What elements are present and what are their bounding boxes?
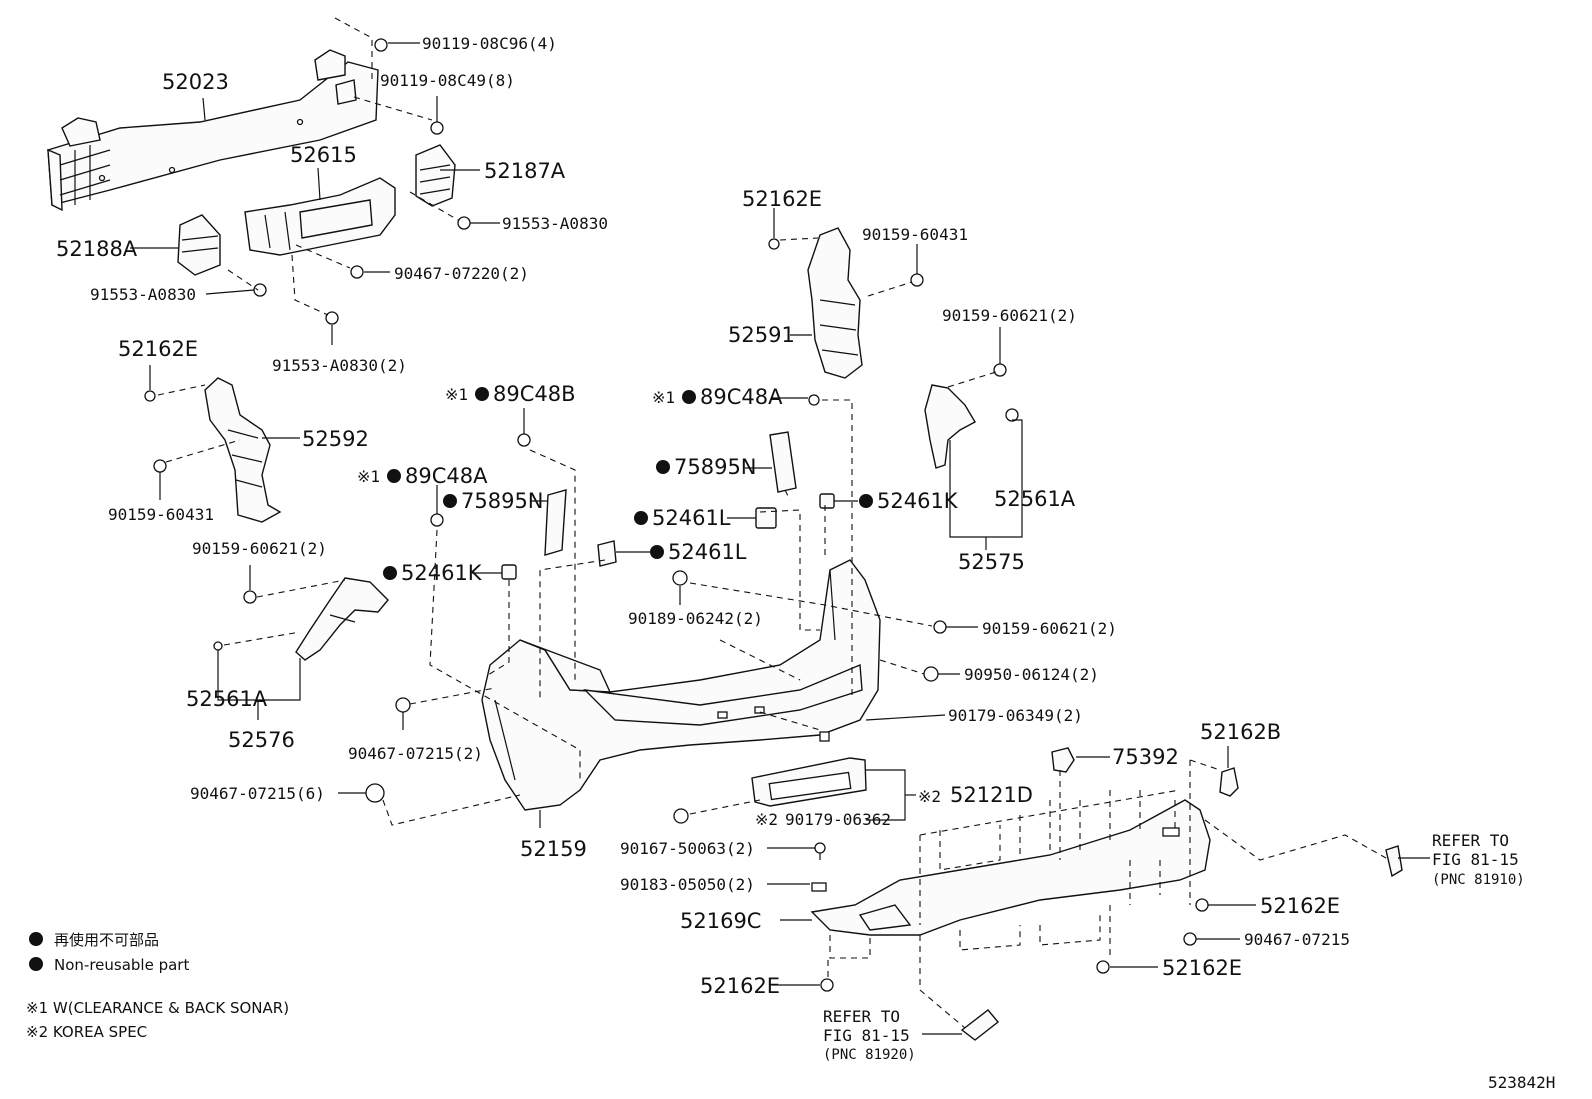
label-52187A: 52187A [484,159,566,183]
bracket-52187A-drawing [415,144,456,207]
label-75895N-right: 75895N [674,455,757,479]
legend-note-1: ※1 W(CLEARANCE & BACK SONAR) [26,999,289,1017]
refer-note-1-line3: (PNC 81910) [1432,872,1525,888]
label-90159-60431-right: 90159-60431 [862,225,968,244]
label-52461K-right: 52461K [877,489,959,513]
label-52461K-left: 52461K [401,561,483,585]
fastener-symbols [144,38,1209,992]
legend-nonreusable-jp: 再使用不可部品 [54,931,159,949]
nonreusable-dot [387,469,401,483]
license-bracket-drawing [751,757,867,807]
label-90159-60621-midright: 90159-60621(2) [982,619,1117,638]
legend-dot-jp [29,932,43,946]
refer-note-1-line2: FIG 81-15 [1432,850,1519,869]
label-52162E-bottomright2: 52162E [1162,956,1242,980]
bracket-52576-drawing [295,577,389,661]
label-52159: 52159 [520,837,587,861]
label-52162E-topleft: 52162E [118,337,198,361]
label-89C48B: 89C48B [493,382,576,406]
label-90189-06242: 90189-06242(2) [628,609,763,628]
label-52561A-right: 52561A [994,487,1076,511]
side-retainer-52591-drawing [807,227,863,379]
pad-75895N-drawings [544,431,797,556]
nonreusable-dot [383,566,397,580]
label-52576: 52576 [228,728,295,752]
label-90167-50063: 90167-50063(2) [620,839,755,858]
ref-mark-1-89C48B: ※1 [445,385,468,404]
refer-note-1-line1: REFER TO [1432,831,1509,850]
label-89C48A-left: 89C48A [405,464,488,488]
label-leaders [130,42,1430,1035]
legend-nonreusable-en: Non-reusable part [54,956,189,974]
label-90467-07215-6: 90467-07215(6) [190,784,325,803]
label-52592: 52592 [302,427,369,451]
bumper-reinforcement-drawing [47,49,379,212]
label-90159-60621-topright: 90159-60621(2) [942,306,1077,325]
legend: 再使用不可部品 Non-reusable part ※1 W(CLEARANCE… [26,931,289,1041]
label-90950-06124: 90950-06124(2) [964,665,1099,684]
side-retainer-52592-drawing [204,377,282,523]
nonreusable-dot [656,460,670,474]
cap-52162B-drawing [1219,767,1239,797]
label-52188A: 52188A [56,237,138,261]
reflector-drawings [960,845,1403,1041]
label-52162E-bottomright1: 52162E [1260,894,1340,918]
label-75895N-left: 75895N [461,489,544,513]
legend-dot-en [29,957,43,971]
label-52561A-left: 52561A [186,687,268,711]
nonreusable-dot [475,387,489,401]
label-90179-06362: 90179-06362 [785,810,891,829]
lower-cover-drawing [810,799,1211,936]
label-52023: 52023 [162,70,229,94]
ref-mark-2-90179: ※2 [755,810,778,829]
nonreusable-dot [859,494,873,508]
label-52591: 52591 [728,323,795,347]
diagram-id: 523842H [1488,1073,1555,1092]
refer-note-2-line3: (PNC 81920) [823,1047,916,1063]
label-52461L-right: 52461L [652,506,731,530]
label-90467-07220: 90467-07220(2) [394,264,529,283]
label-52162E-bottomcenter: 52162E [700,974,780,998]
refer-note-2-line2: FIG 81-15 [823,1026,910,1045]
clip-75392-drawing [1051,747,1075,773]
label-91553-A0830-2: 91553-A0830(2) [272,356,407,375]
assembly-lines [157,17,1387,1029]
ref-mark-2-52121D: ※2 [918,787,941,806]
label-75392: 75392 [1112,745,1179,769]
label-90159-60431-left: 90159-60431 [108,505,214,524]
nonreusable-dot [443,494,457,508]
bracket-52575-drawing [924,384,976,469]
label-52121D: 52121D [950,783,1033,807]
label-90183-05050: 90183-05050(2) [620,875,755,894]
label-90119-08C96: 90119-08C96(4) [422,34,557,53]
label-91553-A0830-left: 91553-A0830 [90,285,196,304]
label-52461L-center: 52461L [668,540,747,564]
label-89C48A-right: 89C48A [700,385,783,409]
label-90467-07215-2: 90467-07215(2) [348,744,483,763]
legend-note-2: ※2 KOREA SPEC [26,1023,147,1041]
bracket-52188A-drawing [177,214,221,276]
label-90179-06349: 90179-06349(2) [948,706,1083,725]
label-90467-07215-right: 90467-07215 [1244,930,1350,949]
label-90119-08C49: 90119-08C49(8) [380,71,515,90]
refer-note-2-line1: REFER TO [823,1007,900,1026]
nonreusable-dot [634,511,648,525]
label-52575: 52575 [958,550,1025,574]
label-91553-A0830-right: 91553-A0830 [502,214,608,233]
nonreusable-dot [650,545,664,559]
label-52162E-topcenter: 52162E [742,187,822,211]
nonreusable-dot [682,390,696,404]
ref-mark-1-89C48A-left: ※1 [357,467,380,486]
part-number-labels: 52023 90119-08C96(4) 90119-08C49(8) 5261… [56,34,1525,1063]
label-52169C: 52169C [680,909,761,933]
label-52162B: 52162B [1200,720,1281,744]
bumper-cover-drawing [481,559,881,811]
label-90159-60621-left: 90159-60621(2) [192,539,327,558]
label-52615: 52615 [290,143,357,167]
energy-absorber-drawing [244,177,396,256]
ref-mark-1-89C48A-right: ※1 [652,388,675,407]
